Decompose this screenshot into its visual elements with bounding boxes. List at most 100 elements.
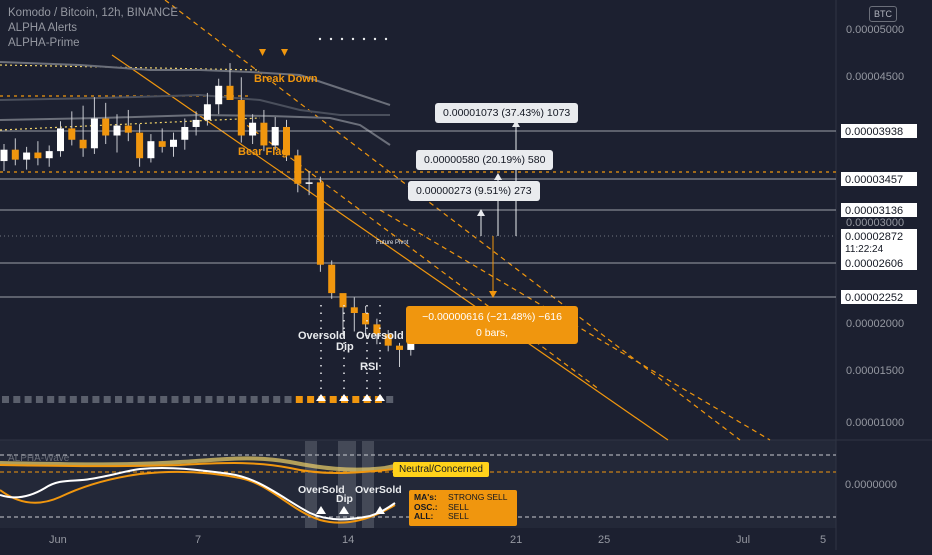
candle-down[interactable] [350, 307, 358, 313]
candle-down[interactable] [339, 293, 347, 308]
candle-down[interactable] [260, 122, 268, 146]
signal-square [352, 396, 360, 403]
ma-value: STRONG SELL [448, 492, 508, 502]
candle-down[interactable] [79, 139, 87, 149]
signal-square [148, 396, 156, 403]
candle-up[interactable] [249, 122, 257, 136]
price-tick-label: 0.00005000 [846, 24, 904, 36]
price-pane[interactable] [0, 0, 836, 440]
price-tick-label: 0.00004500 [846, 71, 904, 83]
candle-down[interactable] [362, 313, 370, 325]
candle-up[interactable] [271, 126, 279, 146]
candle-down[interactable] [294, 155, 302, 184]
candle-down[interactable] [68, 128, 76, 140]
candle-up[interactable] [0, 149, 8, 162]
candle-up[interactable] [90, 118, 98, 149]
candle-up[interactable] [57, 128, 64, 152]
chart-legend[interactable]: Komodo / Bitcoin, 12h, BINANCE ALPHA Ale… [8, 6, 178, 51]
neutral-concerned-tag: Neutral/Concerned [393, 462, 489, 477]
candle-up[interactable] [215, 85, 223, 105]
candle-up[interactable] [45, 151, 53, 159]
support-lower-dotted[interactable] [0, 117, 261, 131]
signal-square [92, 396, 100, 403]
prime-band-mid[interactable] [0, 93, 390, 116]
measure-label-616[interactable]: −0.00000616 (−21.48%) −616 0 bars, [406, 306, 578, 344]
signal-square [216, 396, 224, 403]
oversold-label-2: Oversold [356, 330, 404, 342]
candle-up[interactable] [170, 139, 177, 147]
oversold-label-1: Oversold [298, 330, 346, 342]
measure-label-1073[interactable]: 0.00001073 (37.43%) 1073 [435, 103, 579, 123]
candle-up[interactable] [147, 141, 155, 159]
signal-square [47, 396, 55, 403]
osc-signal-white[interactable] [0, 466, 396, 521]
dip-label: Dip [336, 341, 354, 353]
signal-square [13, 396, 21, 403]
level-tag-3136[interactable] [841, 203, 917, 217]
oversold-dotted-markers [320, 305, 381, 395]
candle-down[interactable] [396, 345, 403, 350]
bear-flag-label: Bear Flag [238, 146, 288, 158]
prime-band-upper[interactable] [0, 61, 391, 106]
candle-down[interactable] [384, 334, 392, 346]
candle-down[interactable] [373, 324, 381, 335]
candle-down[interactable] [283, 126, 290, 156]
candle-up[interactable] [181, 126, 189, 140]
indicator-alpha-alerts[interactable]: ALPHA Alerts [8, 22, 78, 34]
currency-badge[interactable]: BTC [869, 6, 897, 22]
rsi-label: RSI [360, 361, 378, 373]
candle-down[interactable] [158, 141, 166, 147]
time-scale[interactable] [0, 528, 836, 550]
osc-wave-thick-yellow[interactable] [0, 456, 396, 472]
level-tag-2252[interactable] [841, 290, 917, 304]
osc-highlight-1 [305, 441, 317, 528]
osc-highlight-2 [338, 441, 356, 528]
breakdown-marker-triangle[interactable] [281, 49, 288, 56]
level-price-tags[interactable]: 0.00003938 0.00003457 0.00003136 0.00002… [841, 124, 917, 304]
prime-band-lower[interactable] [0, 113, 391, 146]
candle-down[interactable] [102, 118, 110, 136]
price-levels[interactable] [0, 130, 836, 298]
candle-down[interactable] [136, 132, 144, 159]
candle-down[interactable] [316, 182, 324, 265]
breakdown-marker-triangle[interactable] [259, 49, 266, 56]
all-key: ALL: [414, 511, 434, 521]
osc-value: SELL [448, 501, 469, 512]
candle-up[interactable] [305, 182, 313, 184]
indicator-alpha-prime[interactable]: ALPHA-Prime [8, 37, 80, 49]
candle-down[interactable] [11, 149, 19, 160]
oscillator-title[interactable]: ALPHA-Wave [8, 453, 70, 464]
osc-signal-orange[interactable] [0, 470, 396, 524]
level-tag-3457[interactable] [841, 172, 917, 186]
signal-squares-row[interactable] [2, 396, 394, 403]
level-tag-2606[interactable] [841, 256, 917, 270]
up-triangle-icon [375, 394, 385, 401]
candle-down[interactable] [124, 125, 132, 133]
price-scale[interactable] [836, 0, 932, 550]
candle-down[interactable] [237, 100, 245, 136]
measure-label-273[interactable]: 0.00000273 (9.51%) 273 [408, 181, 540, 201]
measure-label-580[interactable]: 0.00000580 (20.19%) 580 [416, 150, 554, 170]
candle-up[interactable] [23, 152, 31, 160]
symbol-title[interactable]: Komodo / Bitcoin, 12h, BINANCE [8, 7, 179, 19]
signal-square [160, 396, 168, 403]
candle-down[interactable] [328, 264, 336, 294]
candle-up[interactable] [192, 119, 200, 127]
measure-arrows[interactable] [477, 120, 520, 298]
level-tag-3938[interactable] [841, 124, 917, 138]
signal-square [261, 396, 269, 403]
candle-down[interactable] [226, 85, 234, 100]
osc-wave-orange[interactable] [0, 462, 396, 474]
up-triangle-icon [316, 394, 326, 401]
signal-square [295, 396, 303, 403]
time-tick-label: Jul [736, 534, 750, 546]
countdown-text: 11:22:24 [845, 244, 884, 255]
candle-up[interactable] [113, 125, 121, 136]
last-price-tag[interactable] [841, 229, 917, 256]
candle-down[interactable] [34, 152, 42, 159]
support-upper-dotted[interactable] [0, 64, 261, 71]
candle-up[interactable] [203, 104, 211, 120]
